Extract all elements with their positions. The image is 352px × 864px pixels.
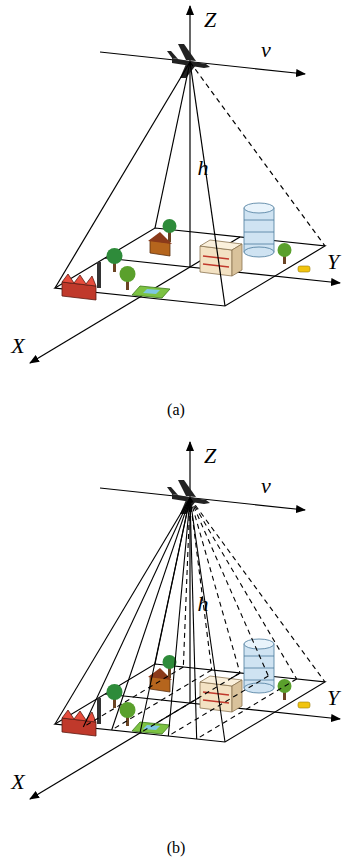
axis-label: Z [204, 445, 216, 467]
scan-line [112, 498, 190, 730]
panel-b [30, 442, 340, 799]
axis-label: X [11, 335, 24, 357]
axis-label: Z [204, 9, 216, 31]
scan-line [55, 498, 190, 724]
scan-line [168, 676, 268, 736]
scan-line [83, 498, 190, 727]
scan-line [168, 498, 190, 736]
panel-caption: (a) [167, 402, 185, 418]
axis-label: Y [327, 251, 339, 273]
panel-caption: (b) [167, 840, 186, 856]
axis-label: X [11, 771, 24, 793]
scan-line [140, 673, 240, 733]
scan-line [197, 679, 297, 739]
scan-line [83, 667, 183, 727]
scan-line [140, 498, 190, 733]
height-label: h [198, 593, 209, 615]
height-label: h [198, 157, 209, 179]
axis-label: Y [327, 687, 339, 709]
scan-line [190, 498, 240, 673]
velocity-label: v [261, 475, 271, 497]
velocity-label: v [261, 39, 271, 61]
panel-a [30, 6, 340, 363]
scan-line [190, 498, 225, 742]
scan-line [190, 498, 297, 679]
scan-line [190, 498, 268, 676]
scan-line [190, 498, 325, 682]
